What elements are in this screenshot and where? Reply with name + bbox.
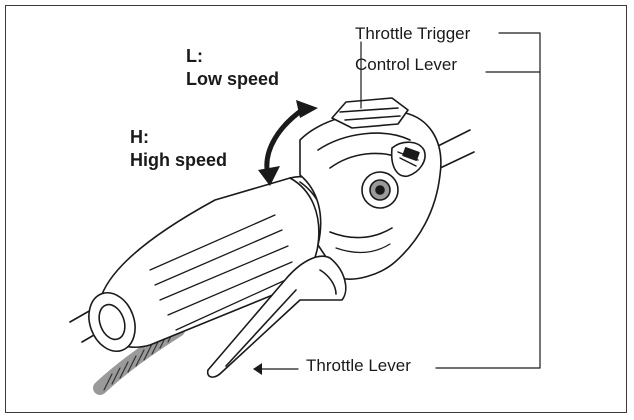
control-lever-label: Control Lever xyxy=(355,55,458,74)
high-speed-label: High speed xyxy=(130,150,228,170)
throttle-trigger-label: Throttle Trigger xyxy=(355,24,471,43)
low-speed-label: Low speed xyxy=(186,69,280,89)
throttle-lever-label: Throttle Lever xyxy=(306,356,411,375)
speed-direction-arrow xyxy=(258,100,318,186)
leader-lines xyxy=(253,32,541,375)
throttle-trigger xyxy=(390,141,426,177)
high-speed-key: H: xyxy=(130,127,149,147)
throttle-lever-shape xyxy=(206,255,347,378)
figure-frame xyxy=(5,5,627,413)
control-lever xyxy=(331,97,409,129)
low-speed-key: L: xyxy=(186,46,203,66)
grip xyxy=(88,175,337,352)
